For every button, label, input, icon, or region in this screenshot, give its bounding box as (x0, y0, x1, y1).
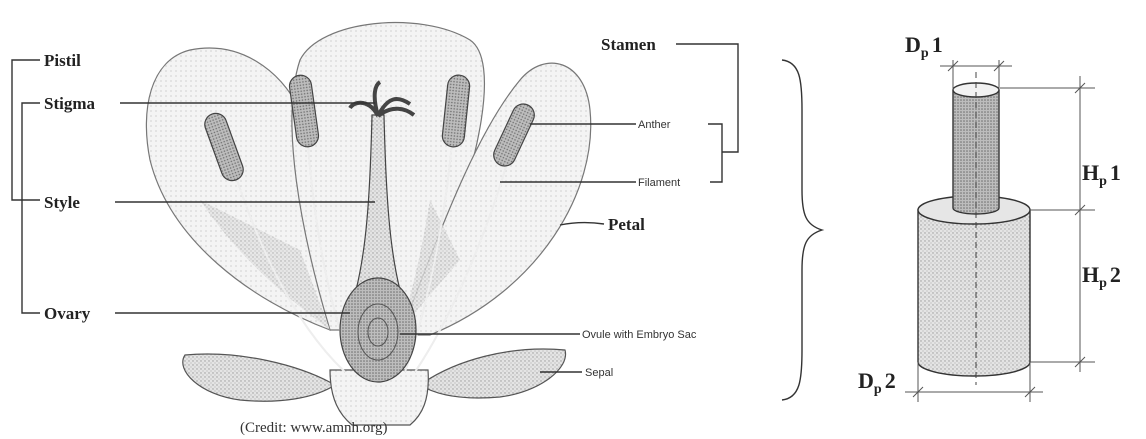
label-stamen: Stamen (601, 35, 656, 54)
label-filament: Filament (638, 177, 680, 189)
ovary (340, 278, 416, 382)
curly-brace (782, 60, 822, 400)
label-sepal: Sepal (585, 367, 613, 379)
credit-text: (Credit: www.amnh.org) (240, 420, 387, 436)
label-ovule: Ovule with Embryo Sac (582, 329, 697, 341)
flower-illustration (146, 23, 590, 425)
label-pistil: Pistil (44, 51, 81, 70)
cylinder-model (905, 60, 1095, 402)
sepal-right (420, 349, 566, 398)
label-ovary: Ovary (44, 304, 91, 323)
label-anther: Anther (638, 119, 671, 131)
lower-cylinder (918, 210, 1030, 376)
label-petal: Petal (608, 215, 645, 234)
label-stigma: Stigma (44, 94, 96, 113)
label-style: Style (44, 193, 80, 212)
sepal-left (183, 354, 335, 401)
